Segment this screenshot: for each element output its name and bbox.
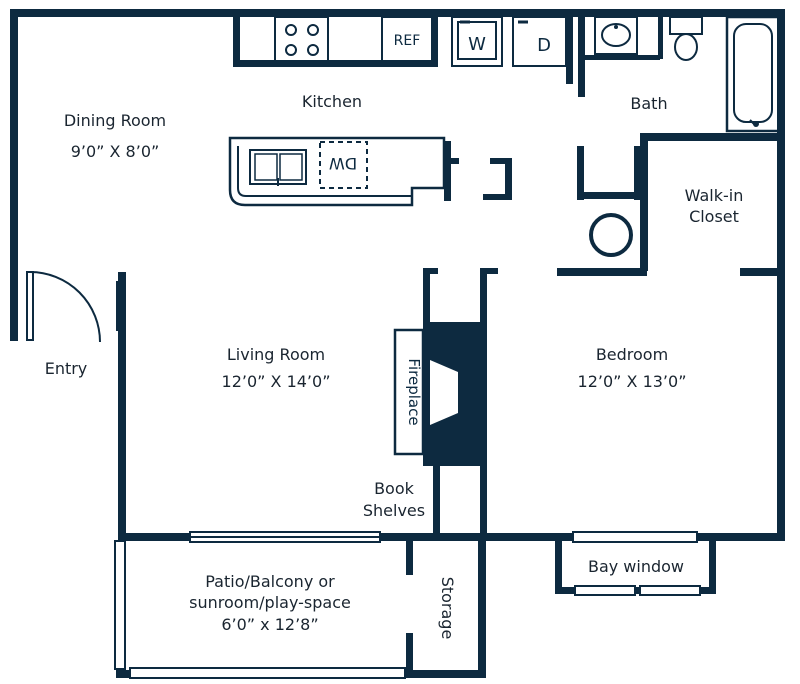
toilet	[669, 16, 703, 61]
refrigerator: REF	[381, 16, 433, 63]
patio-window-bottom	[129, 667, 406, 679]
closet-name-line1: Walk-in	[685, 186, 744, 205]
patio-name-line2: sunroom/play-space	[189, 593, 351, 612]
dining-room-name: Dining Room	[64, 111, 166, 130]
bay-window-label: Bay window	[588, 557, 684, 576]
entry-door[interactable]	[26, 271, 124, 343]
closet-name-line2: Closet	[689, 207, 739, 226]
kitchen-name: Kitchen	[302, 92, 362, 111]
bedroom-name: Bedroom	[596, 345, 668, 364]
dishwasher: DW	[319, 141, 368, 189]
dining-room-size: 9’0” X 8’0”	[71, 142, 160, 161]
book-shelves-line2: Shelves	[363, 501, 425, 520]
living-room-name: Living Room	[227, 345, 325, 364]
living-room-size: 12’0” X 14’0”	[222, 372, 331, 391]
dryer-label: D	[537, 35, 551, 56]
entry-name: Entry	[45, 359, 88, 378]
patio-window-left	[114, 540, 126, 670]
closet-rod	[589, 213, 633, 257]
bath-sink	[594, 16, 638, 55]
patio-size: 6’0” x 12’8”	[221, 615, 318, 634]
dishwasher-label: DW	[329, 154, 357, 173]
fireplace: Fireplace	[393, 322, 485, 466]
bay-window-frame	[555, 531, 716, 596]
storage-name: Storage	[438, 577, 457, 640]
bathtub	[725, 15, 781, 133]
walls	[10, 9, 785, 678]
washer: W	[451, 16, 503, 67]
range	[274, 16, 329, 63]
bath-name: Bath	[630, 94, 667, 113]
refrigerator-label: REF	[394, 33, 421, 49]
bedroom-size: 12’0” X 13’0”	[578, 372, 687, 391]
patio-sliding-door	[189, 531, 381, 543]
patio-name-line1: Patio/Balcony or	[205, 572, 335, 591]
kitchen-counter	[228, 136, 446, 207]
fireplace-label: Fireplace	[405, 358, 423, 425]
book-shelves-line1: Book	[374, 479, 415, 498]
washer-label: W	[468, 34, 486, 55]
dryer: D	[512, 16, 567, 67]
